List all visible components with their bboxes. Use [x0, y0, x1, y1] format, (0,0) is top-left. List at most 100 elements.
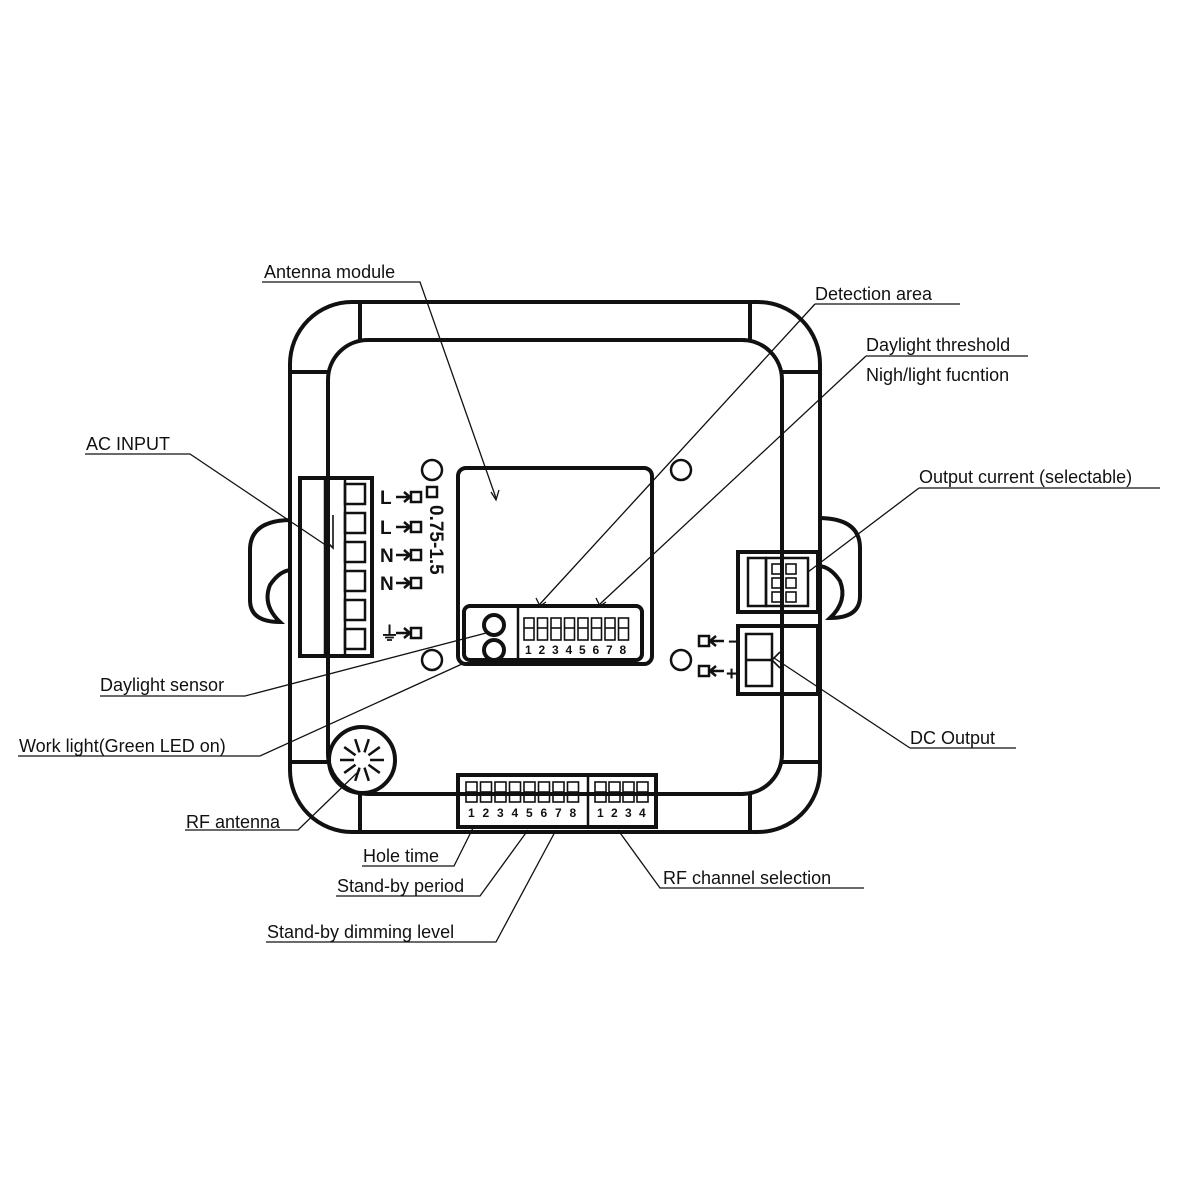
- left-mount-ear: [248, 518, 293, 625]
- label-antenna-module: Antenna module: [264, 262, 395, 282]
- rf-antenna-circle: [327, 725, 397, 795]
- callout-lines: [18, 281, 1160, 943]
- ac-terminal-slot: [343, 540, 367, 564]
- dip-number: 1: [525, 643, 532, 657]
- housing-corner-clips: [292, 304, 818, 830]
- dip-number: 1: [468, 806, 475, 820]
- antenna-ray: [367, 746, 381, 757]
- right-mount-ear: [817, 516, 862, 621]
- ac-jumper: [324, 515, 334, 550]
- dip-number: 1: [597, 806, 604, 820]
- dip-number: 8: [620, 643, 627, 657]
- label-night-light-function: Nigh/light fucntion: [866, 365, 1009, 385]
- label-rf-channel-selection: RF channel selection: [663, 868, 831, 888]
- label-daylight-threshold: Daylight threshold: [866, 335, 1010, 355]
- dip-switch-detection[interactable]: [617, 617, 630, 641]
- wire-end-square: [409, 626, 423, 640]
- work-light-led: [482, 638, 506, 662]
- rf-antenna: [327, 725, 397, 795]
- dc-minus-label: −: [728, 632, 739, 653]
- ac-terminal-housing: [298, 476, 374, 658]
- arrow-icon: [396, 577, 412, 589]
- ac-terminal-label: L: [380, 518, 392, 539]
- label-ac-input: AC INPUT: [86, 434, 170, 454]
- dip-number: 6: [541, 806, 548, 820]
- dip-number: 4: [512, 806, 519, 820]
- wire-end-square: [409, 576, 423, 590]
- antenna-ray: [354, 738, 361, 753]
- dip-number: 3: [625, 806, 632, 820]
- antenna-ray: [343, 746, 357, 757]
- ac-terminal-label: N: [380, 574, 394, 595]
- ac-terminal-label: N: [380, 546, 394, 567]
- housing-outer: [288, 300, 822, 834]
- dc-output-housing: [736, 624, 820, 696]
- label-daylight-sensor: Daylight sensor: [100, 675, 224, 695]
- label-work-light: Work light(Green LED on): [19, 736, 226, 756]
- label-standby-dimming-level: Stand-by dimming level: [267, 922, 454, 942]
- dip-switch-detection[interactable]: [590, 617, 603, 641]
- dip-number: 4: [639, 806, 646, 820]
- ac-terminal-slot: [343, 482, 367, 506]
- dip-number: 4: [566, 643, 573, 657]
- ac-terminal-label: L: [380, 488, 392, 509]
- dip-switch-detection[interactable]: [536, 617, 549, 641]
- dip-switch-detection[interactable]: [523, 617, 535, 641]
- dip-switch-detection[interactable]: [563, 617, 576, 641]
- label-dc-output: DC Output: [910, 728, 995, 748]
- wire-end-square: [409, 548, 423, 562]
- output-current-housing: [736, 550, 820, 614]
- housing-inner: [326, 338, 784, 796]
- dip-switch-detection[interactable]: [550, 617, 562, 641]
- antenna-ray: [363, 738, 370, 753]
- arrow-icon: [396, 491, 412, 503]
- dip-number: 7: [555, 806, 562, 820]
- dc-plus-label: +: [726, 664, 737, 685]
- dip-number: 8: [570, 806, 577, 820]
- label-detection-area: Detection area: [815, 284, 933, 304]
- label-output-current: Output current (selectable): [919, 467, 1132, 487]
- labels: Antenna module Detection area Daylight t…: [19, 262, 1132, 942]
- dc-output-terminal: − +: [697, 624, 820, 696]
- screw-hole-top-left: [420, 458, 444, 482]
- label-hole-time: Hole time: [363, 846, 439, 866]
- dip-number: 3: [497, 806, 504, 820]
- housing: [248, 300, 862, 834]
- antenna-ray: [367, 763, 381, 774]
- screw-hole-bottom-right: [669, 648, 693, 672]
- screw-hole-bottom-left: [420, 648, 444, 672]
- dip-number: 6: [593, 643, 600, 657]
- ac-terminal-slot: [343, 569, 367, 593]
- ac-terminal-slot: [343, 627, 367, 651]
- arrow-icon: [396, 521, 412, 533]
- antenna-ray: [363, 767, 370, 782]
- daylight-sensor: [482, 613, 506, 637]
- wire-end-square: [409, 490, 423, 504]
- antenna-ray: [354, 767, 361, 782]
- dip-number: 7: [606, 643, 613, 657]
- dip-number: 3: [552, 643, 559, 657]
- antenna-module-body: [456, 466, 654, 666]
- dip-number: 5: [526, 806, 533, 820]
- antenna-ray: [343, 763, 357, 774]
- ac-terminal-label: ⏚: [380, 623, 399, 645]
- ac-terminal-slot: [343, 598, 367, 622]
- label-standby-period: Stand-by period: [337, 876, 464, 896]
- dip-number: 2: [611, 806, 618, 820]
- wire-gauge-label: 0.75-1.5: [425, 505, 446, 575]
- label-rf-antenna: RF antenna: [186, 812, 281, 832]
- dip-number: 2: [539, 643, 546, 657]
- dip-number: 2: [483, 806, 490, 820]
- dip-switch-detection[interactable]: [604, 617, 616, 641]
- bottom-dip-housing: [456, 773, 658, 829]
- screw-hole-top-right: [669, 458, 693, 482]
- dip-number: 5: [579, 643, 586, 657]
- arrow-icon: [396, 549, 412, 561]
- wire-end-square: [409, 520, 423, 534]
- ac-terminal-slot: [343, 511, 367, 535]
- dip-switch-detection[interactable]: [577, 617, 589, 641]
